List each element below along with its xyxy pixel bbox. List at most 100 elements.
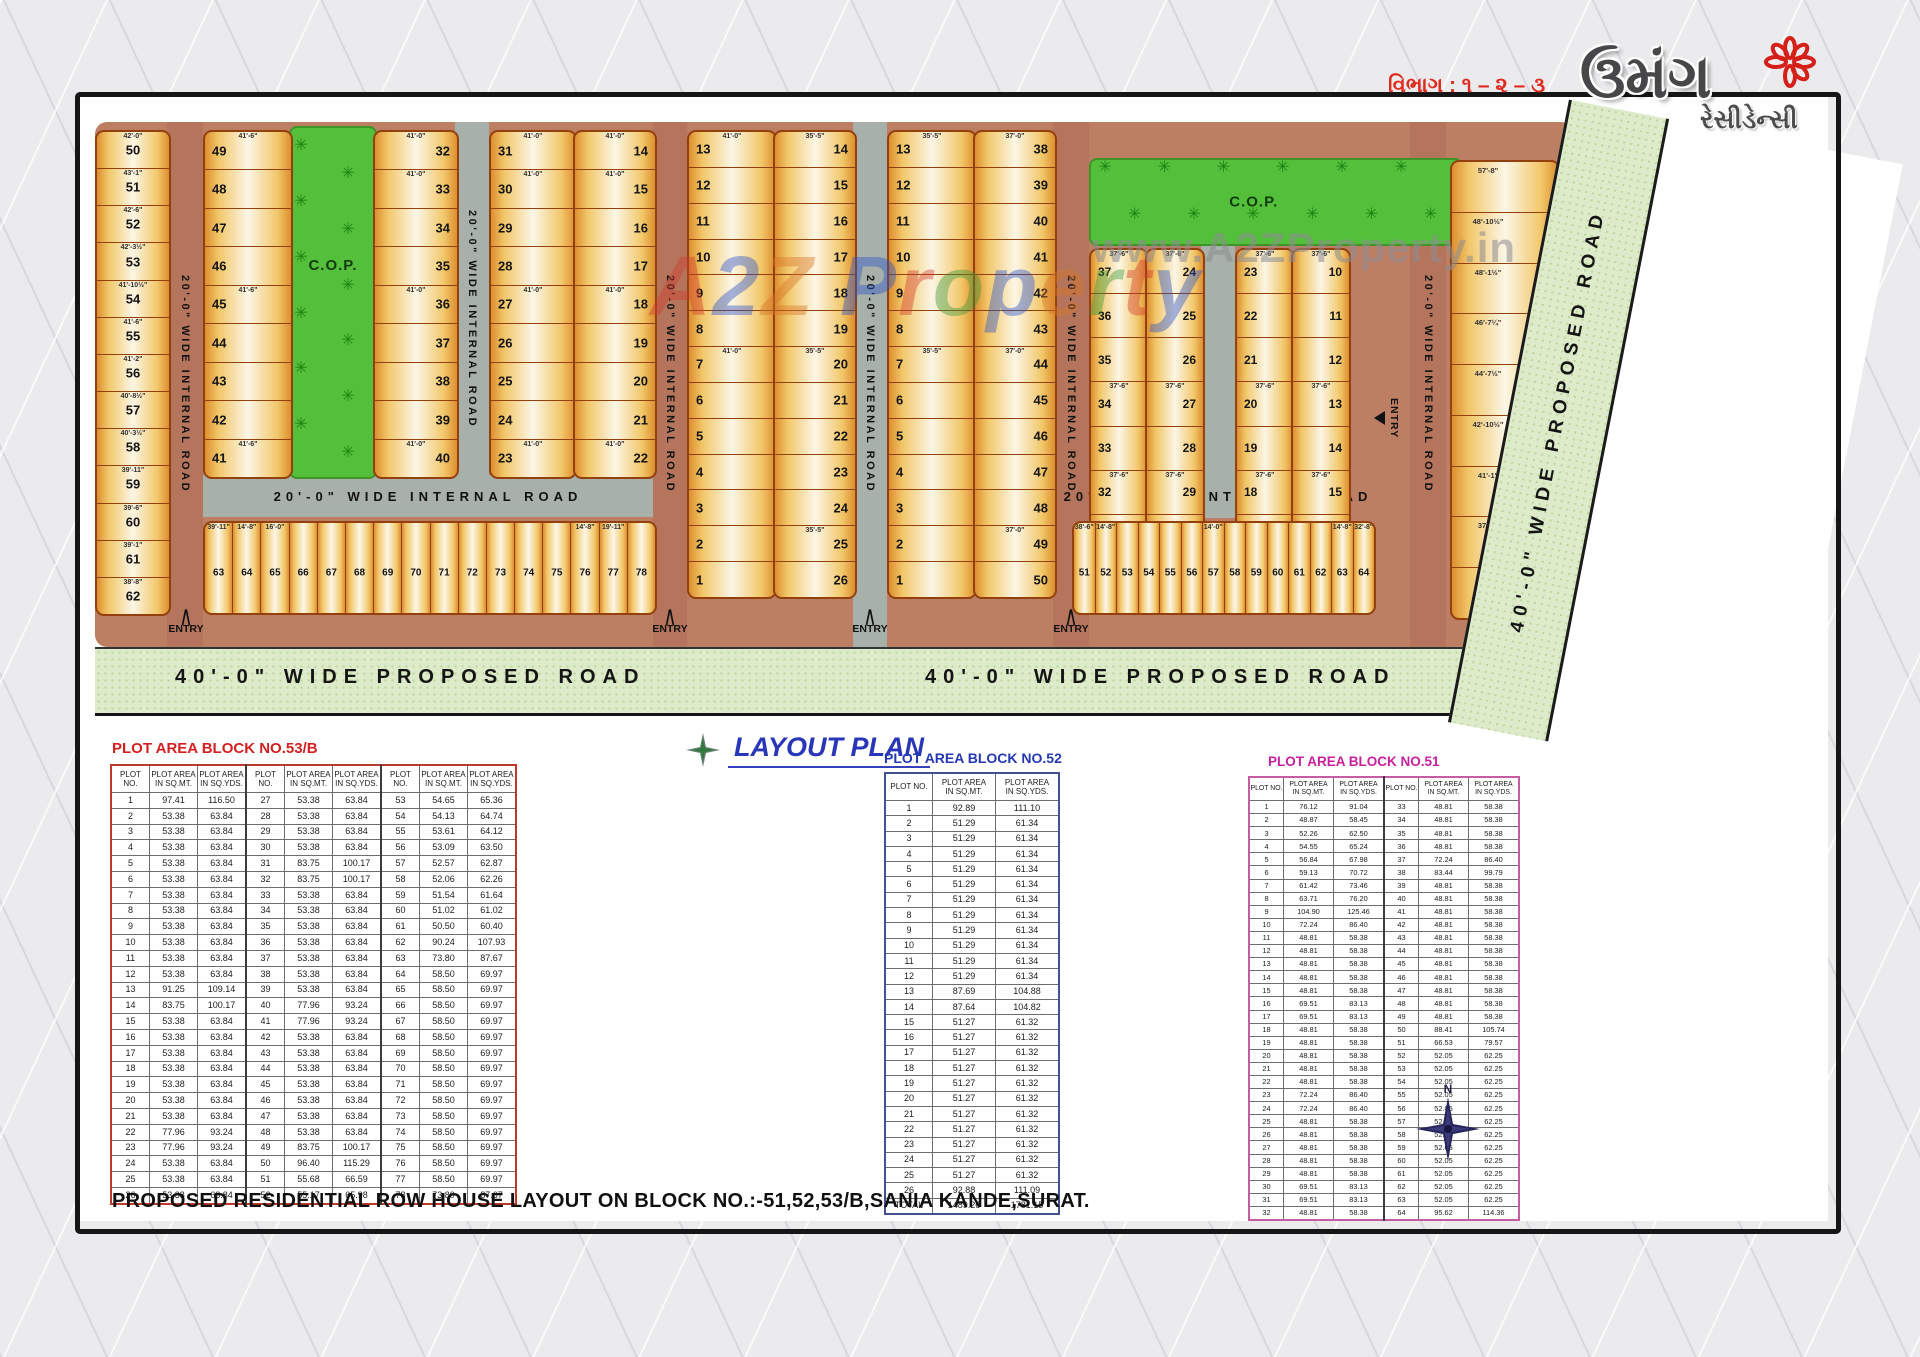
table-cell: 69.51 (1283, 1009, 1334, 1024)
table-cell: 104.88 (995, 983, 1060, 1000)
table-cell: 63.84 (197, 807, 247, 825)
table-cell: 61.34 (995, 861, 1060, 878)
plot-number: 45 (1033, 392, 1048, 408)
table-cell: 111.10 (995, 799, 1060, 817)
plot-number: 69 (382, 567, 394, 579)
plot-number: 32 (435, 143, 450, 159)
table-cell: 34 (1383, 813, 1419, 828)
plot-68: 68 (344, 523, 374, 613)
table-cell: 48.81 (1283, 944, 1334, 959)
palm-tree-icon: ✳ (294, 248, 308, 266)
entry-label: ENTRY (1388, 398, 1400, 439)
table-cell: 86.40 (1333, 1101, 1385, 1116)
table-cell: 116.50 (197, 792, 247, 809)
table-cell: 63.84 (332, 807, 382, 825)
palm-tree-icon: ✳ (341, 220, 355, 238)
table-cell: 58.38 (1468, 917, 1520, 932)
watermark-letter: p (986, 239, 1040, 333)
table-cell: 61.32 (995, 1044, 1060, 1062)
table-cell: 27 (245, 792, 285, 809)
plot-49: 41'-6"49 (205, 132, 291, 170)
table-cell: 58.38 (1333, 930, 1385, 946)
table-cell: 15 (884, 1014, 933, 1031)
table-cell: 77 (380, 1171, 420, 1188)
plot-58: 58 (1223, 523, 1245, 613)
plot-number: 78 (635, 567, 647, 579)
table-cell: 64.12 (467, 823, 517, 841)
table-cell: 53.38 (284, 934, 333, 951)
compass-rose-icon (1416, 1097, 1480, 1161)
compass-icon (686, 733, 720, 767)
plot-number: 23 (833, 464, 848, 480)
plot-number: 28 (1182, 441, 1196, 456)
table-cell: 93.24 (197, 1139, 247, 1157)
table-cell: 62.25 (1468, 1192, 1520, 1207)
plot-dimension: 16'-0" (265, 524, 285, 531)
plot-50: 50 (975, 561, 1055, 597)
plot-number: 35 (1098, 352, 1112, 367)
table-cell: 58.50 (419, 981, 468, 999)
table-cell: 16 (884, 1029, 933, 1046)
table-cell: 4 (1248, 839, 1284, 854)
plot-area-table: PLOT NO.PLOT AREA IN SQ.MT.PLOT AREA IN … (110, 764, 517, 1205)
table-cell: 51.29 (932, 861, 996, 878)
table-cell: 32 (1248, 1205, 1284, 1221)
plot-number: 48 (212, 181, 227, 197)
table-cell: 53.38 (284, 1092, 333, 1109)
table-cell: 7 (884, 891, 933, 909)
plot-number: 14 (833, 141, 848, 157)
plot-number: 37 (435, 335, 450, 351)
palm-tree-icon: ✳ (1187, 205, 1201, 223)
watermark-letter: Z (761, 239, 815, 333)
internal-road-horizontal-left: 20'-0" WIDE INTERNAL ROAD (203, 475, 653, 517)
table-cell: 69.51 (1283, 996, 1334, 1011)
palm-tree-icon: ✳ (294, 416, 308, 434)
plot-number: 26 (498, 335, 513, 351)
division-label: વિભાગ : ૧ – ૨ – ૩ (1388, 74, 1546, 97)
plot-number: 64 (241, 567, 253, 579)
table-cell: 63.84 (197, 823, 247, 841)
plot-number: 70 (410, 567, 422, 579)
table-cell: 63.84 (332, 981, 382, 999)
palm-tree-icon: ✳ (1276, 158, 1290, 176)
table-cell: 83.75 (284, 1139, 333, 1157)
plot-number: 47 (1033, 464, 1048, 480)
plot-area-table: PLOT NO.PLOT AREA IN SQ.MT.PLOT AREA IN … (884, 772, 1060, 1216)
plot-12: 12 (1293, 337, 1349, 382)
table-cell: 61.64 (467, 886, 517, 904)
plot-number: 41 (212, 450, 227, 466)
table-cell: 63.84 (197, 949, 247, 967)
table-cell: 58 (1383, 1127, 1419, 1142)
table-cell: 61.34 (995, 937, 1060, 954)
table-cell: 53.38 (284, 823, 333, 841)
table-cell: 69.97 (467, 1013, 517, 1030)
table-cell: 48.81 (1418, 957, 1469, 972)
table-cell: 87.67 (467, 1186, 517, 1205)
watermark-letter: e (1039, 239, 1089, 333)
table-cell: 58.38 (1333, 1035, 1385, 1050)
plot-4: 4 (689, 453, 775, 490)
table-cell: 53.38 (284, 1076, 333, 1094)
table-cell: 53.38 (284, 902, 333, 920)
plot-70: 70 (401, 523, 430, 613)
table-cell: 36 (245, 934, 285, 951)
palm-tree-icon: ✳ (1424, 205, 1438, 223)
table-cell: 83.75 (284, 870, 333, 888)
column-header: PLOT AREA IN SQ.YDS. (332, 764, 382, 793)
plot-dimension: 38'-6" (1074, 524, 1094, 531)
table-cell: 53.38 (149, 934, 198, 951)
table-cell: 23 (1248, 1088, 1284, 1103)
table-cell: 58.38 (1333, 1140, 1385, 1155)
plot-number: 35 (435, 258, 450, 274)
table-cell: 72 (380, 1092, 420, 1109)
table-cell: 37 (245, 949, 285, 967)
road-label: 20'-0" WIDE INTERNAL ROAD (273, 488, 583, 504)
table-cell: 61.32 (995, 1014, 1060, 1031)
table-cell: 53.38 (149, 1044, 198, 1062)
plot-number: 6 (696, 392, 704, 408)
table-cell: 2 (1248, 813, 1284, 828)
plot-54: 54 (1137, 523, 1159, 613)
table-title-51: PLOT AREA BLOCK NO.51 (1268, 754, 1440, 769)
table-cell: 61.42 (1283, 878, 1334, 893)
table-cell: 10 (1248, 917, 1284, 932)
